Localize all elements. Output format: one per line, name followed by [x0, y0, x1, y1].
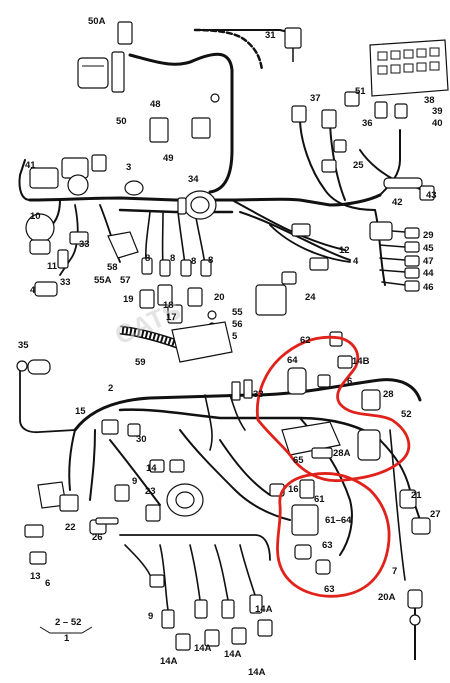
label-9-lower: 9	[148, 611, 153, 622]
label-31: 31	[265, 30, 276, 41]
label-14B: 14B	[352, 356, 370, 367]
label-33-left: 33	[60, 277, 71, 288]
label-4-right: 4	[353, 256, 359, 267]
label-43: 43	[426, 190, 437, 201]
label-50A: 50A	[88, 16, 106, 27]
label-56: 56	[232, 319, 243, 330]
label-21: 21	[411, 490, 422, 501]
label-47: 47	[423, 256, 434, 267]
label-42: 42	[392, 197, 403, 208]
label-8-d: 8	[208, 255, 213, 266]
label-14A-4: 14A	[248, 667, 266, 678]
label-6-lower: 6	[45, 578, 50, 589]
label-61: 61	[314, 494, 325, 505]
label-27: 27	[430, 509, 441, 520]
label-3: 3	[126, 162, 131, 173]
label-59: 59	[135, 357, 146, 368]
label-14A-3: 14A	[224, 649, 242, 660]
components-lower	[24, 331, 431, 660]
label-39: 39	[432, 106, 443, 117]
label-37: 37	[310, 93, 321, 104]
label-11: 11	[47, 261, 58, 272]
label-41: 41	[25, 160, 36, 171]
label-28: 28	[383, 389, 394, 400]
label-30: 30	[136, 434, 147, 445]
label-14A-2: 14A	[194, 643, 212, 654]
label-40: 40	[432, 118, 443, 129]
label-19: 19	[123, 294, 134, 305]
label-44: 44	[423, 268, 434, 279]
label-46: 46	[423, 282, 434, 293]
label-14A-1: 14A	[160, 656, 178, 667]
label-8-c: 8	[191, 256, 196, 267]
label-28A: 28A	[333, 448, 351, 459]
label-24: 24	[305, 292, 316, 303]
label-14A-5: 14A	[255, 604, 273, 615]
callout-lower	[276, 472, 391, 598]
components-upper	[16, 21, 449, 375]
label-8-a: 8	[145, 253, 150, 264]
callout-upper	[255, 335, 411, 483]
label-17: 17	[166, 312, 177, 323]
label-4-left: 4	[30, 285, 36, 296]
range-bracket	[39, 626, 93, 634]
label-55A: 55A	[94, 275, 112, 286]
label-13: 13	[30, 571, 41, 582]
label-1: 1	[64, 633, 70, 644]
label-62: 62	[300, 335, 311, 346]
label-9-upper: 9	[132, 476, 137, 487]
label-63-b: 63	[324, 584, 335, 595]
label-51: 51	[355, 86, 366, 97]
label-16: 16	[288, 484, 299, 495]
label-45: 45	[423, 243, 434, 254]
label-23: 23	[145, 486, 156, 497]
label-8-b: 8	[170, 253, 175, 264]
label-55: 55	[232, 307, 243, 318]
label-64: 64	[287, 355, 298, 366]
label-14-mid: 14	[146, 463, 157, 474]
label-33-lower: 33	[253, 389, 264, 400]
label-29: 29	[423, 230, 434, 241]
label-50: 50	[116, 116, 127, 127]
label-34: 34	[188, 174, 199, 185]
label-7: 7	[392, 566, 397, 577]
label-12: 12	[339, 245, 350, 256]
label-22: 22	[65, 522, 76, 533]
label-57: 57	[120, 275, 131, 286]
label-10: 10	[30, 211, 41, 222]
label-36: 36	[362, 118, 373, 129]
label-18: 18	[163, 300, 174, 311]
label-range: 2 – 52	[55, 617, 81, 628]
label-6-upper: 6	[347, 376, 352, 387]
label-52: 52	[401, 409, 412, 420]
label-5: 5	[232, 331, 238, 342]
label-33-upper: 33	[79, 239, 90, 250]
label-2: 2	[108, 383, 113, 394]
label-25: 25	[353, 160, 364, 171]
label-20: 20	[214, 292, 225, 303]
label-63-a: 63	[322, 540, 333, 551]
label-26: 26	[92, 532, 103, 543]
red-callout-outlines	[255, 335, 411, 598]
label-58: 58	[107, 262, 118, 273]
label-65: 65	[293, 455, 304, 466]
label-38: 38	[424, 95, 435, 106]
label-20A: 20A	[378, 592, 396, 603]
label-49: 49	[163, 153, 174, 164]
label-15: 15	[75, 406, 86, 417]
label-61-64: 61–64	[325, 515, 352, 526]
part-labels: 50A 50 31 48 49 37 51 38 39 40 36 25 41 …	[18, 16, 443, 678]
label-35: 35	[18, 340, 29, 351]
label-48: 48	[150, 99, 161, 110]
